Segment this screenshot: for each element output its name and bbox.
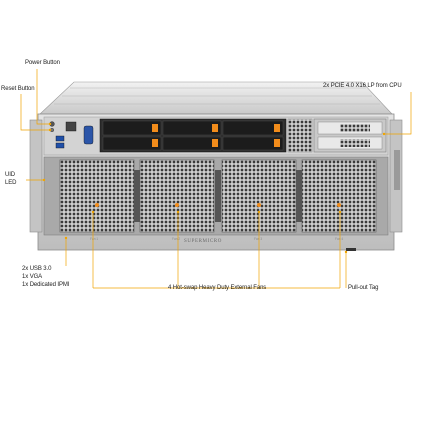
ipmi-port-icon[interactable] <box>65 121 77 132</box>
drive-bay-latch-icon[interactable] <box>274 124 280 132</box>
drive-bays <box>102 120 284 151</box>
fan-label-3: Fan 3 <box>254 237 262 241</box>
drive-bay-latch-icon[interactable] <box>212 139 218 147</box>
usb-port-icon[interactable] <box>55 135 65 142</box>
drive-bay-latch-icon[interactable] <box>274 139 280 147</box>
drive-bay-latch-icon[interactable] <box>152 124 158 132</box>
leader-lines <box>20 69 412 289</box>
uid-led-label-line1: UID <box>5 172 16 178</box>
fan-label-2: Fan 2 <box>172 237 180 241</box>
vga-port-icon[interactable] <box>83 125 94 145</box>
power-button-label: Power Button <box>25 60 60 66</box>
ports-label-line1: 2x USB 3.0 <box>22 266 52 272</box>
ports-label-line3: 1x Dedicated IPMI <box>22 282 70 288</box>
brand-logo: SUPERMICRO <box>184 239 222 244</box>
pullout-tag-label: Pull-out Tag <box>348 285 379 291</box>
ports-label-line2: 1x VGA <box>22 274 43 280</box>
reset-button-label: Reset Button <box>1 86 35 92</box>
fan-label-1: Fan 1 <box>90 237 98 241</box>
fan-grille-icon <box>59 159 135 233</box>
fans-label: 4 Hot-swap Heavy Duty External Fans <box>168 285 267 291</box>
drive-bay-latch-icon[interactable] <box>152 139 158 147</box>
leader-dots <box>42 122 386 254</box>
pcie-label: 2x PCIE 4.0 X16 LP from CPU <box>323 83 402 89</box>
fan-grilles <box>59 159 377 233</box>
fan-label-4: Fan 4 <box>335 237 343 241</box>
fan-grille-icon <box>301 159 377 233</box>
uid-led-label-line2: LED <box>5 180 17 186</box>
fan-grille-icon <box>139 159 215 233</box>
pullout-tag-icon[interactable] <box>346 248 356 251</box>
usb-port-icon[interactable] <box>55 142 65 149</box>
left-rack-ear <box>29 119 43 233</box>
drive-bay-latch-icon[interactable] <box>212 124 218 132</box>
